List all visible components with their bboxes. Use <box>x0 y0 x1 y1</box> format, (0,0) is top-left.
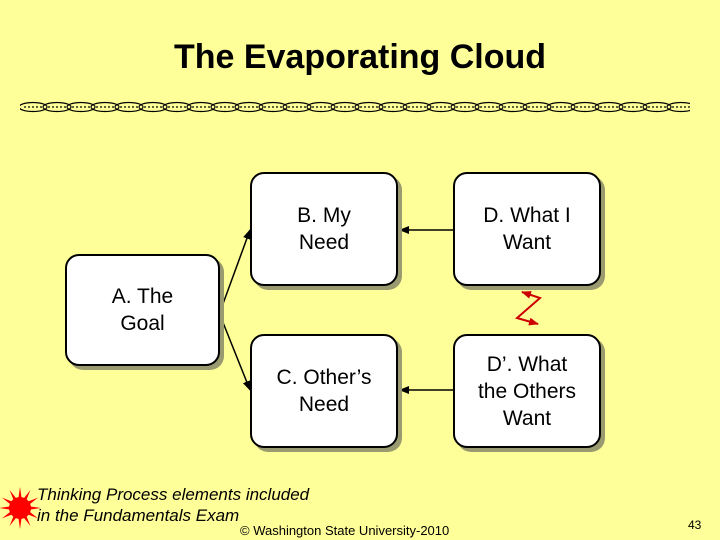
box-what-i-want-label: D. What I Want <box>483 204 571 254</box>
box-goal: A. The Goal <box>65 254 220 366</box>
box-my-need-label: B. My Need <box>297 204 351 254</box>
copyright: © Washington State University-2010 <box>240 523 450 538</box>
slide-title: The Evaporating Cloud <box>173 38 547 76</box>
footer-note: Thinking Process elements included in th… <box>37 485 310 525</box>
box-what-others-want: D’. What the Others Want <box>453 334 601 448</box>
arrow-a-to-c <box>219 314 251 391</box>
sun-icon <box>0 487 41 529</box>
rope-divider <box>20 101 690 113</box>
box-what-i-want: D. What I Want <box>453 172 601 286</box>
box-my-need: B. My Need <box>250 172 398 286</box>
box-goal-label: A. The Goal <box>111 285 174 335</box>
box-others-need: C. Other’s Need <box>250 334 398 448</box>
conflict-arrow <box>514 291 542 326</box>
page-number: 43 <box>688 518 702 532</box>
box-what-others-want-label: D’. What the Others Want <box>477 352 577 430</box>
arrow-a-to-b <box>219 229 251 313</box>
box-others-need-label: C. Other’s Need <box>276 366 372 416</box>
